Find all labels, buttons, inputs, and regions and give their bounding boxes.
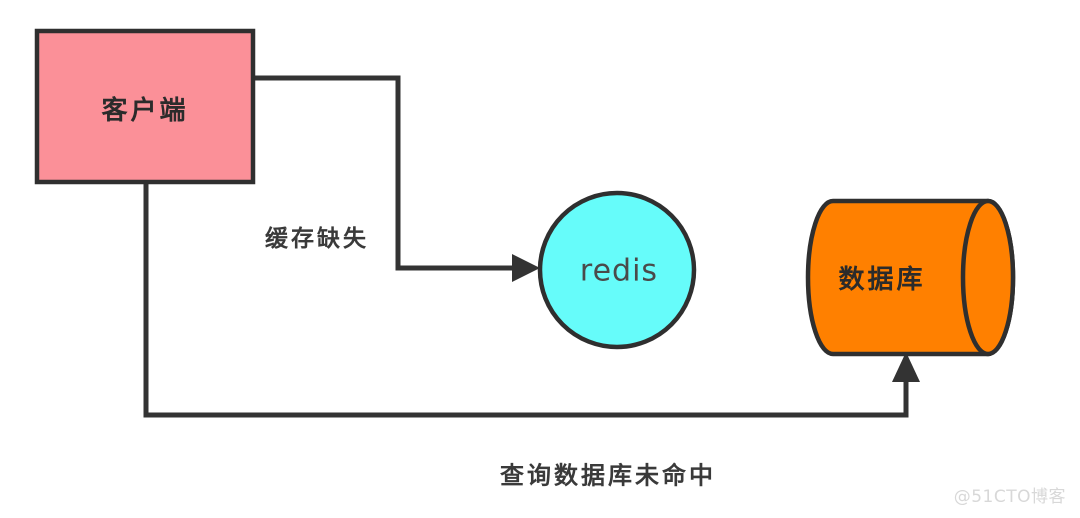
node-database-label: 数据库 — [838, 265, 925, 295]
edge-client-to-redis: 缓存缺失 — [250, 75, 540, 282]
edge-client-to-redis-line — [250, 75, 530, 271]
node-redis-label: redis — [580, 254, 658, 289]
watermark-label: @51CTO博客 — [954, 487, 1066, 507]
node-client[interactable]: 客户端 — [34, 28, 256, 185]
node-redis[interactable]: redis — [537, 190, 697, 350]
edge-client-to-database: 查询数据库未命中 — [143, 179, 920, 490]
node-database[interactable]: 数据库 — [805, 198, 1016, 357]
node-redis-shape[interactable] — [537, 190, 697, 350]
node-database-cap[interactable] — [960, 198, 1016, 357]
node-client-shape[interactable] — [34, 28, 256, 185]
edge-client-to-database-arrowhead — [892, 352, 920, 382]
edge-client-to-database-label: 查询数据库未命中 — [500, 461, 716, 490]
node-client-label: 客户端 — [101, 95, 188, 126]
edge-client-to-database-line — [143, 179, 909, 418]
edge-client-to-redis-arrowhead — [512, 254, 540, 282]
edge-client-to-redis-label: 缓存缺失 — [265, 225, 369, 252]
